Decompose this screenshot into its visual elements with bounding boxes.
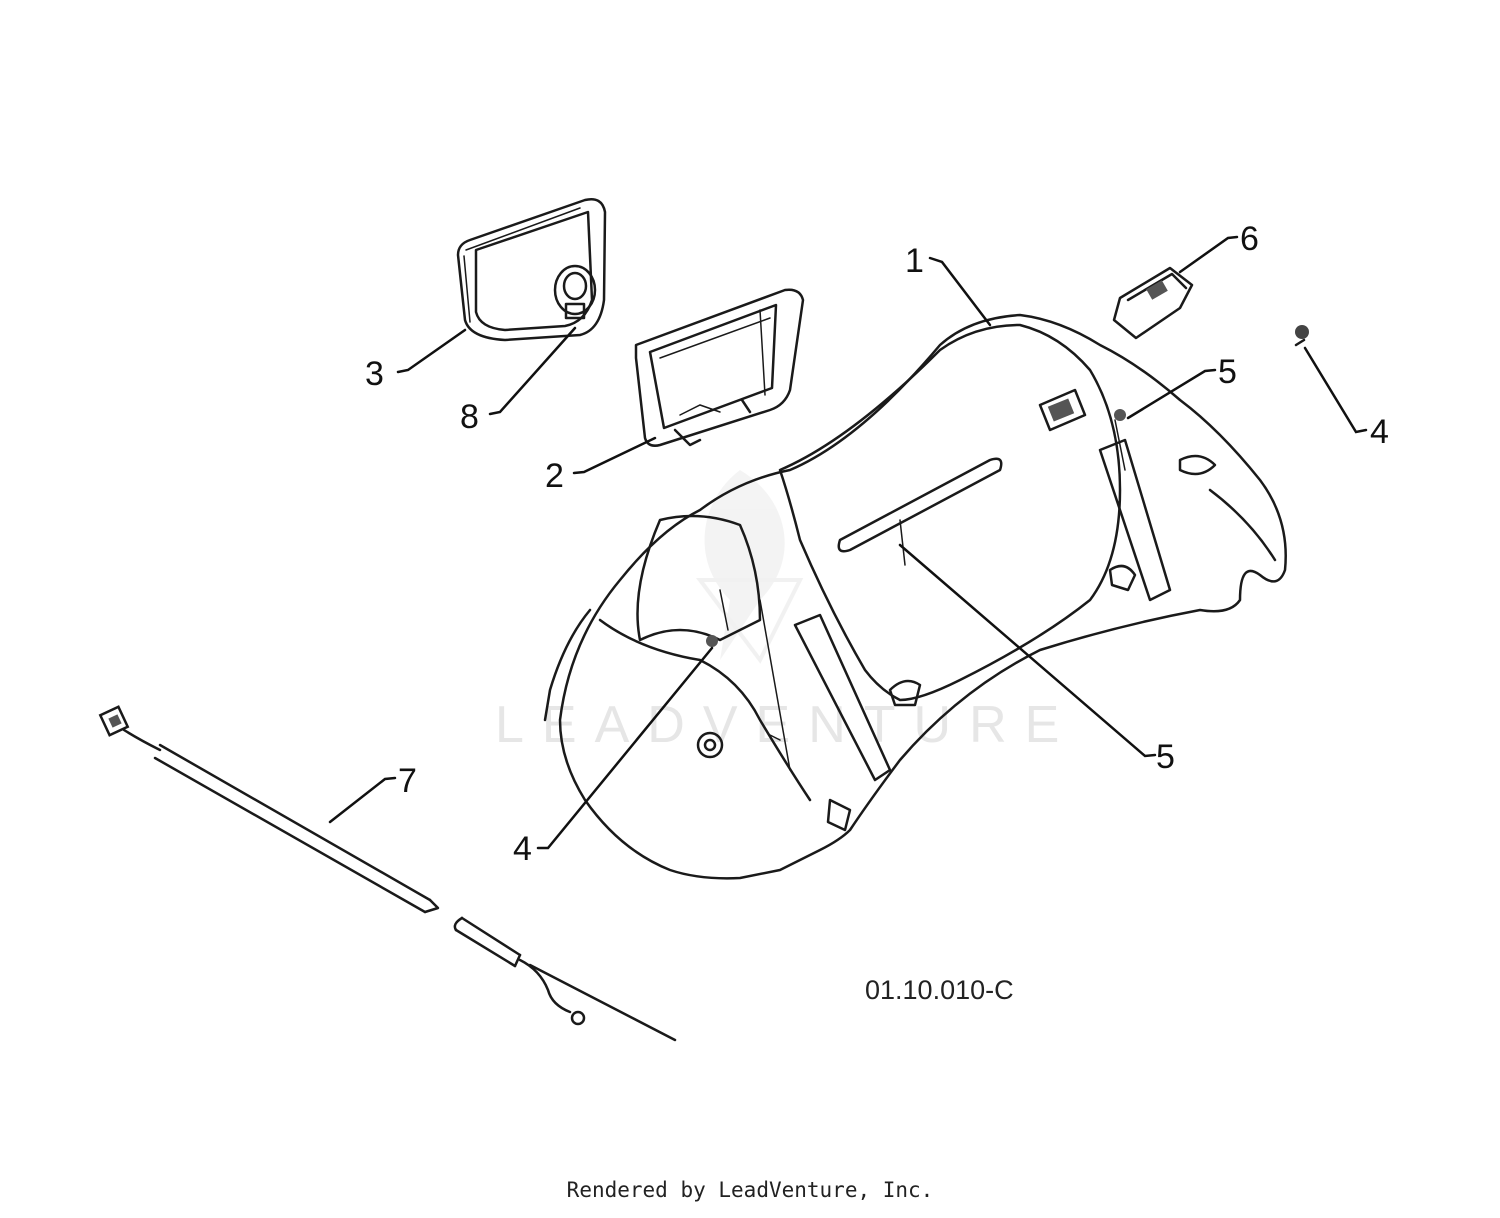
drawing-number: 01.10.010-C (865, 975, 1014, 1005)
render-credit-footer: Rendered by LeadVenture, Inc. (566, 1178, 934, 1202)
hood-part (543, 313, 1287, 880)
callout-8: 8 (460, 398, 479, 436)
callout-5-bottom: 5 (1156, 738, 1175, 776)
callout-7: 7 (398, 762, 417, 800)
callout-3: 3 (365, 355, 384, 393)
switch-part (1112, 266, 1194, 340)
leader-lines (328, 235, 1368, 850)
callout-2: 2 (545, 457, 564, 495)
headlight-bezel-part (634, 288, 805, 447)
callout-6: 6 (1240, 220, 1259, 258)
callout-4-top: 4 (1370, 413, 1389, 451)
screw-part (1294, 325, 1309, 347)
wire-harness-part (98, 705, 677, 1042)
watermark-logo (696, 470, 804, 664)
callout-1: 1 (905, 242, 924, 280)
callout-4-bottom: 4 (513, 830, 532, 868)
callout-5-top: 5 (1218, 353, 1237, 391)
watermark-text: LEADVENTURE (495, 696, 1077, 754)
headlight-part (456, 198, 607, 342)
